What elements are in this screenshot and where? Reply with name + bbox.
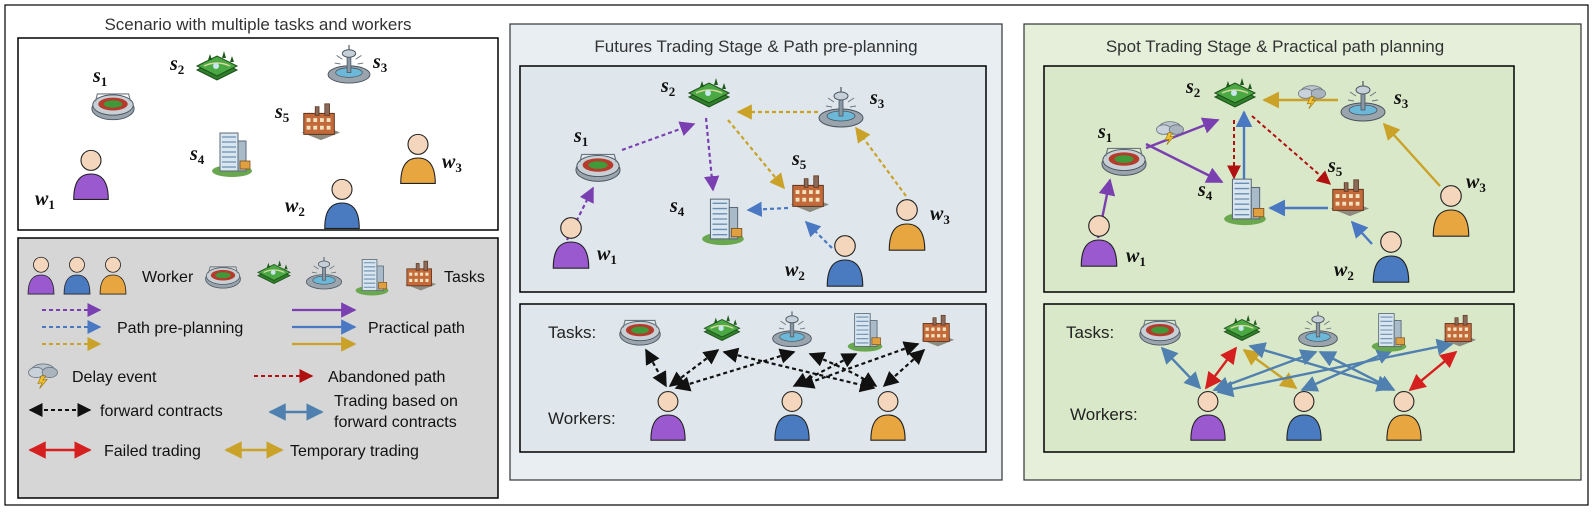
spot-stadium-icon <box>1101 147 1147 176</box>
futures-title: Futures Trading Stage & Path pre-plannin… <box>594 37 917 56</box>
futures-path-s2-s4 <box>703 117 720 192</box>
futures-workers-label: Workers: <box>548 409 616 428</box>
spot-path-s1-s2 <box>1145 117 1220 150</box>
legend-stadium-icon <box>205 266 241 289</box>
futures-bp-stadium-icon <box>619 319 661 346</box>
spot-label-s1: s1 <box>1097 121 1112 145</box>
futures-label-w1: w1 <box>597 243 617 267</box>
spot-label-s3: s3 <box>1393 87 1409 111</box>
futures-label-w3: w3 <box>930 203 950 227</box>
spot-label-w2: w2 <box>1334 259 1354 283</box>
label-w2: w2 <box>285 195 305 219</box>
futures-path-s1-s2 <box>621 121 696 152</box>
futures-label-s4: s4 <box>669 195 685 219</box>
legend-delay-label: Delay event <box>72 369 157 386</box>
label-s5: s5 <box>274 101 290 125</box>
label-w1: w1 <box>35 188 55 212</box>
futures-path-w2-s5 <box>804 220 833 249</box>
spot-path-w3-s3 <box>1382 122 1441 187</box>
label-s1: s1 <box>92 65 107 89</box>
spot-trading-edges <box>1160 338 1458 398</box>
spot-label-s2: s2 <box>1185 76 1200 100</box>
spot-path-w2-s5 <box>1350 220 1373 245</box>
spot-abandoned-s2-s5 <box>1251 115 1332 185</box>
label-s4: s4 <box>189 143 205 167</box>
futures-forward-contracts <box>645 341 926 393</box>
legend-trading-label-2: forward contracts <box>334 414 457 431</box>
futures-label-s2: s2 <box>660 75 675 99</box>
legend-preplanning-label: Path pre-planning <box>117 320 243 337</box>
scenario-panel <box>17 37 499 231</box>
label-w3: w3 <box>442 151 462 175</box>
spot-workers-label: Workers: <box>1070 405 1138 424</box>
spot-label-s4: s4 <box>1197 179 1213 203</box>
spot-bp-stadium-icon <box>1139 319 1181 346</box>
label-s2: s2 <box>169 53 184 77</box>
legend-trading-label-1: Trading based on <box>334 393 458 410</box>
legend-abandoned-label: Abandoned path <box>328 369 445 386</box>
legend-tasks-label: Tasks <box>444 269 485 286</box>
stadium-icon <box>91 93 135 121</box>
legend-practical-label: Practical path <box>368 320 465 337</box>
legend-worker-label: Worker <box>142 269 194 286</box>
spot-path-s1-s4 <box>1145 142 1224 184</box>
scenario-title: Scenario with multiple tasks and workers <box>104 15 411 34</box>
outer-frame <box>4 4 1589 506</box>
futures-label-s1: s1 <box>573 125 588 149</box>
spot-tasks-label: Tasks: <box>1066 323 1114 342</box>
futures-path-s2-s5 <box>727 119 785 190</box>
futures-tasks-label: Tasks: <box>548 323 596 342</box>
futures-path-w3-s3 <box>855 126 907 197</box>
spot-label-w1: w1 <box>1126 245 1146 269</box>
spot-bipartite-panel <box>1043 303 1515 453</box>
legend-temporary-label: Temporary trading <box>290 443 419 460</box>
futures-label-s3: s3 <box>869 87 885 111</box>
spot-label-w3: w3 <box>1466 171 1486 195</box>
spot-title: Spot Trading Stage & Practical path plan… <box>1106 37 1444 56</box>
spot-label-s5: s5 <box>1327 155 1343 179</box>
futures-label-s5: s5 <box>791 148 807 172</box>
legend-failed-label: Failed trading <box>104 443 201 460</box>
label-s3: s3 <box>372 51 388 75</box>
legend-forward-label: forward contracts <box>100 403 223 420</box>
futures-label-w2: w2 <box>785 259 805 283</box>
futures-stadium-icon <box>575 153 621 182</box>
